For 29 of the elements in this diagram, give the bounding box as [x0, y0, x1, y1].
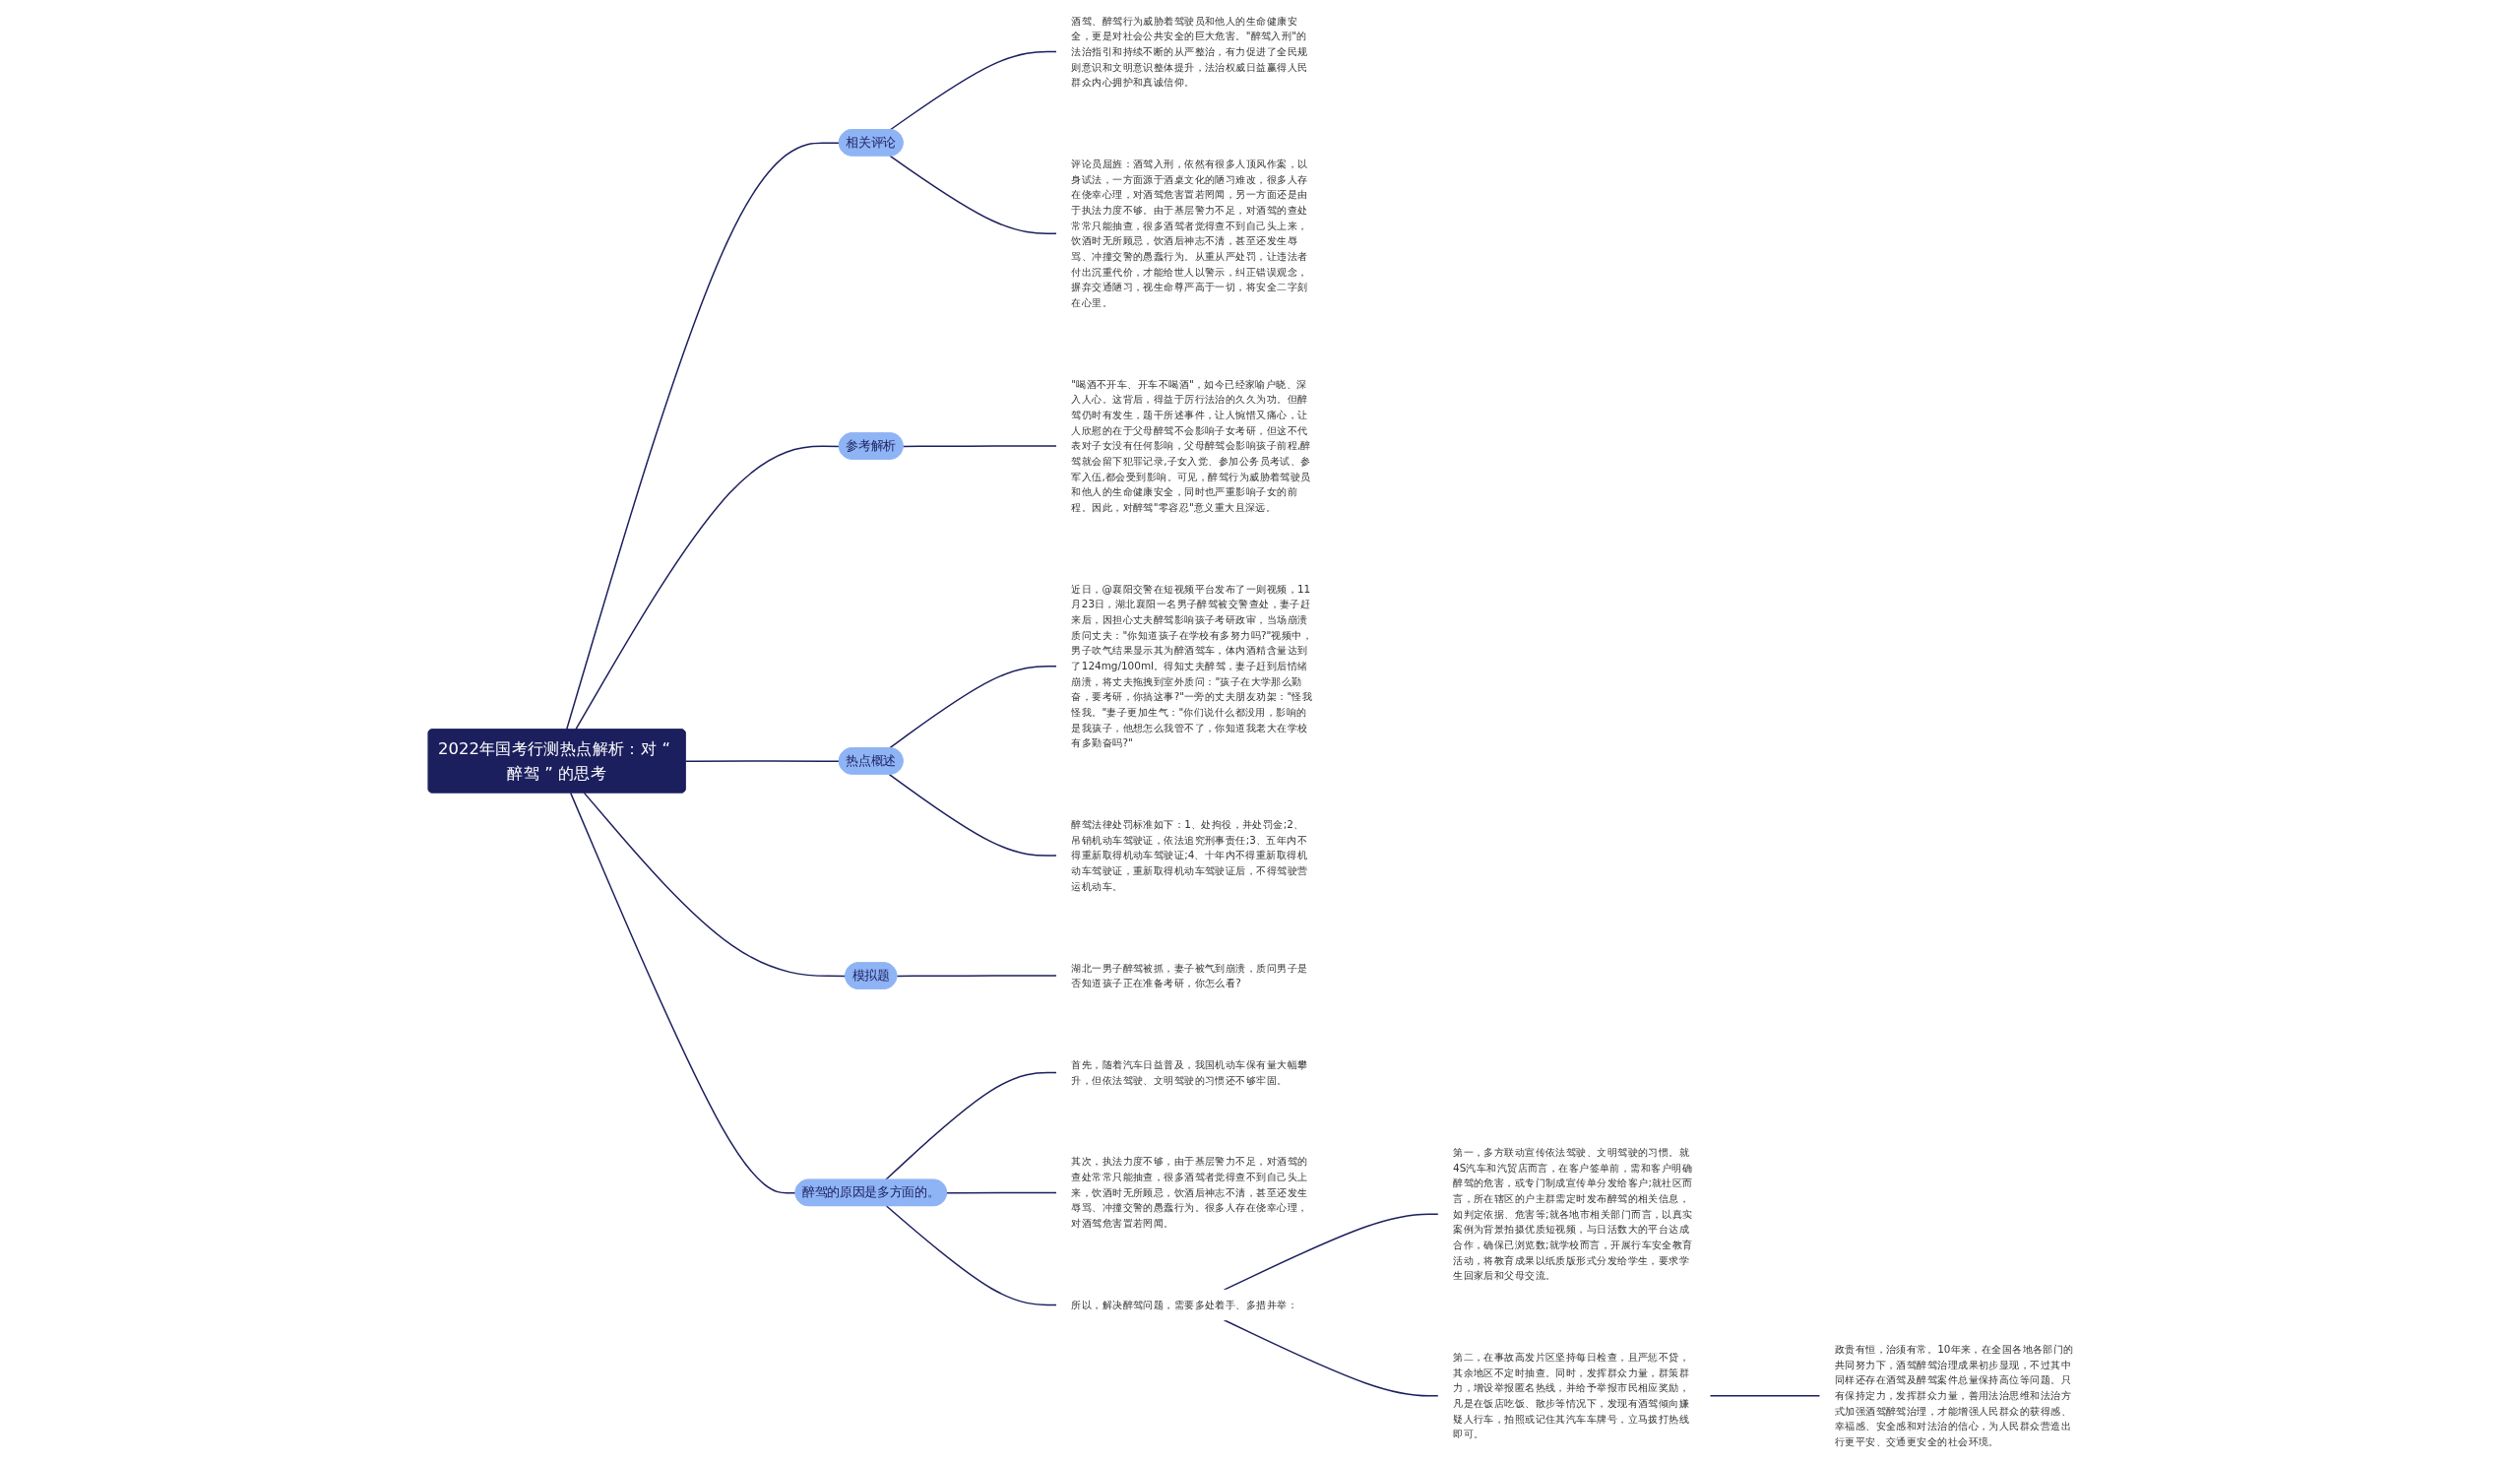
node-text: 近日，@襄阳交警在短视频平台发布了一则视频，11月23日，湖北襄阳一名男子醉驾被交警查处，妻子赶来后，因担心丈夫醉驾影响孩子考研政审，当场崩溃质问丈夫："你知道孩子在学校有多努力吗?"视频中，男子吹气结果显示其为醉酒驾车，体内酒精含量达到了124mg/100ml。得知丈夫醉驾，妻子赶到后情绪崩溃，将丈夫拖拽到室外质问："孩子在大学那么勤奋，要考研，你搞这事?"一旁的丈夫朋友劝架："怪我怪我。"妻子更加生气："你们说什么都没用，影响的是我孩子，他想怎么我管不了，你知道我老大在学校有多勤奋吗?": [1071, 583, 1313, 749]
node-text: 湖北一男子醉驾被抓，妻子被气到崩溃，质问男子是否知道孩子正在准备考研，你怎么看?: [1071, 961, 1308, 989]
node-text: 其次，执法力度不够，由于基层警力不足，对酒驾的查处常常只能抽查，很多酒驾者觉得查不到自己头上来，饮酒时无所顾忌，饮酒后神志不清，甚至还发生辱骂、冲撞交警的愚蠢行为。很多人存在侥幸心理，对酒驾危害置若罔闻。: [1071, 1155, 1308, 1230]
node-text: 酒驾、醉驾行为威胁着驾驶员和他人的生命健康安全，更是对社会公共安全的巨大危害。"醉驾入刑"的法治指引和持续不断的从严整治，有力促进了全民规则意识和文明意识整体提升，法治权威日益赢得人民群众内心拥护和真诚信仰。: [1071, 14, 1308, 89]
connector: [888, 666, 1058, 749]
connector: [565, 142, 841, 731]
connector: [896, 975, 1058, 978]
connector: [889, 50, 1058, 131]
connector: [575, 445, 841, 731]
connector: [888, 773, 1058, 857]
node-text: 第一，多方联动宣传依法驾驶、文明驾驶的习惯。就4S汽车和汽贸店而言，在客户签单前，需和客户明确醉驾的危害，或专门制成宣传单分发给客户;就社区而言，所在辖区的户主群需定时发布醉驾的相关信息，如判定依据、危害等;就各地市相关部门而言，以真实案例为背景拍摄优质短视频，与日活数大的平台达成合作，确保已浏览数;就学校而言，开展行车安全教育活动，将教育成果以纸质版形式分发给学生，要求学生回家后和父母交流。: [1453, 1146, 1693, 1282]
connector: [684, 760, 841, 763]
connector: [1223, 1213, 1439, 1291]
connector: [889, 155, 1058, 234]
node-text: 政贵有恒，治须有常。10年来，在全国各地各部门的共同努力下，酒驾醉驾治理成果初步显现，不过其中同样还存在酒驾及醉驾案件总量保持高位等问题。只有保持定力，发挥群众力量，善用法治思维和法治方式加强酒驾醉驾治理，才能增强人民群众的获得感、幸福感、安全感和对法治的信心，为人民群众营造出行更平安、交通更安全的社会环境。: [1834, 1343, 2074, 1448]
connector: [884, 1071, 1058, 1181]
connector: [946, 1191, 1058, 1194]
connector: [885, 1205, 1058, 1306]
node-text: "喝酒不开车、开车不喝酒"，如今已经家喻户晓、深入人心。这背后，得益于厉行法治的久久为功。但醉驾仍时有发生，题干所述事件，让人惋惜又痛心，让人欣慰的在于父母醉驾不会影响子女考研，但这不代表对子女没有任何影响，父母醉驾会影响孩子前程,醉驾就会留下犯罪记录,子女入党、参加公务员考试、参军入伍,都会受到影响。可见，醉驾行为威胁着驾驶员和他人的生命健康安全，同时也严重影响子女的前程。因此，对醉驾"零容忍"意义重大且深远。: [1071, 378, 1311, 514]
connector: [1709, 1395, 1821, 1397]
node-text: 所以，解决醉驾问题，需要多处着手、多措并举：: [1071, 1299, 1297, 1311]
connector: [1223, 1319, 1439, 1397]
connector: [902, 445, 1058, 448]
node-text: 评论员屈旌：酒驾入刑，依然有很多人顶风作案，以身试法，一方面源于酒桌文化的陋习难改，很多人存在侥幸心理，对酒驾危害置若罔闻，另一方面还是由于执法力度不够。由于基层警力不足，对酒驾的查处常常只能抽查，很多酒驾者觉得查不到自己头上来，饮酒时无所顾忌，饮酒后神志不清，甚至还发生辱骂、冲撞交警的愚蠢行为。从重从严处罚，让违法者付出沉重代价，才能给世人以警示，纠正错误观念，摒弃交通陋习，视生命尊严高于一切，将安全二字刻在心里。: [1071, 158, 1308, 309]
node-text: 醉驾法律处罚标准如下：1、处拘役，并处罚金;2、吊销机动车驾驶证，依法追究刑事责任;3、五年内不得重新取得机动车驾驶证;4、十年内不得重新取得机动车驾驶证，重新取得机动车驾驶证后，不得驾驶营运机动车。: [1071, 818, 1308, 893]
connector: [569, 792, 797, 1194]
node-text: 第二，在事故高发片区坚持每日检查，且严惩不贷，其余地区不定时抽查。同时，发挥群众力量，群策群力，增设举报匿名热线，并给予举报市民相应奖励，凡是在饭店吃饭、散步等情况下，发现有酒驾倾向嫌疑人行车，拍照或记住其汽车车牌号，立马拨打热线即可。: [1453, 1351, 1690, 1440]
node-text: 首先，随着汽车日益普及，我国机动车保有量大幅攀升，但依法驾驶、文明驾驶的习惯还不够牢固。: [1071, 1058, 1308, 1086]
connector: [583, 792, 847, 978]
